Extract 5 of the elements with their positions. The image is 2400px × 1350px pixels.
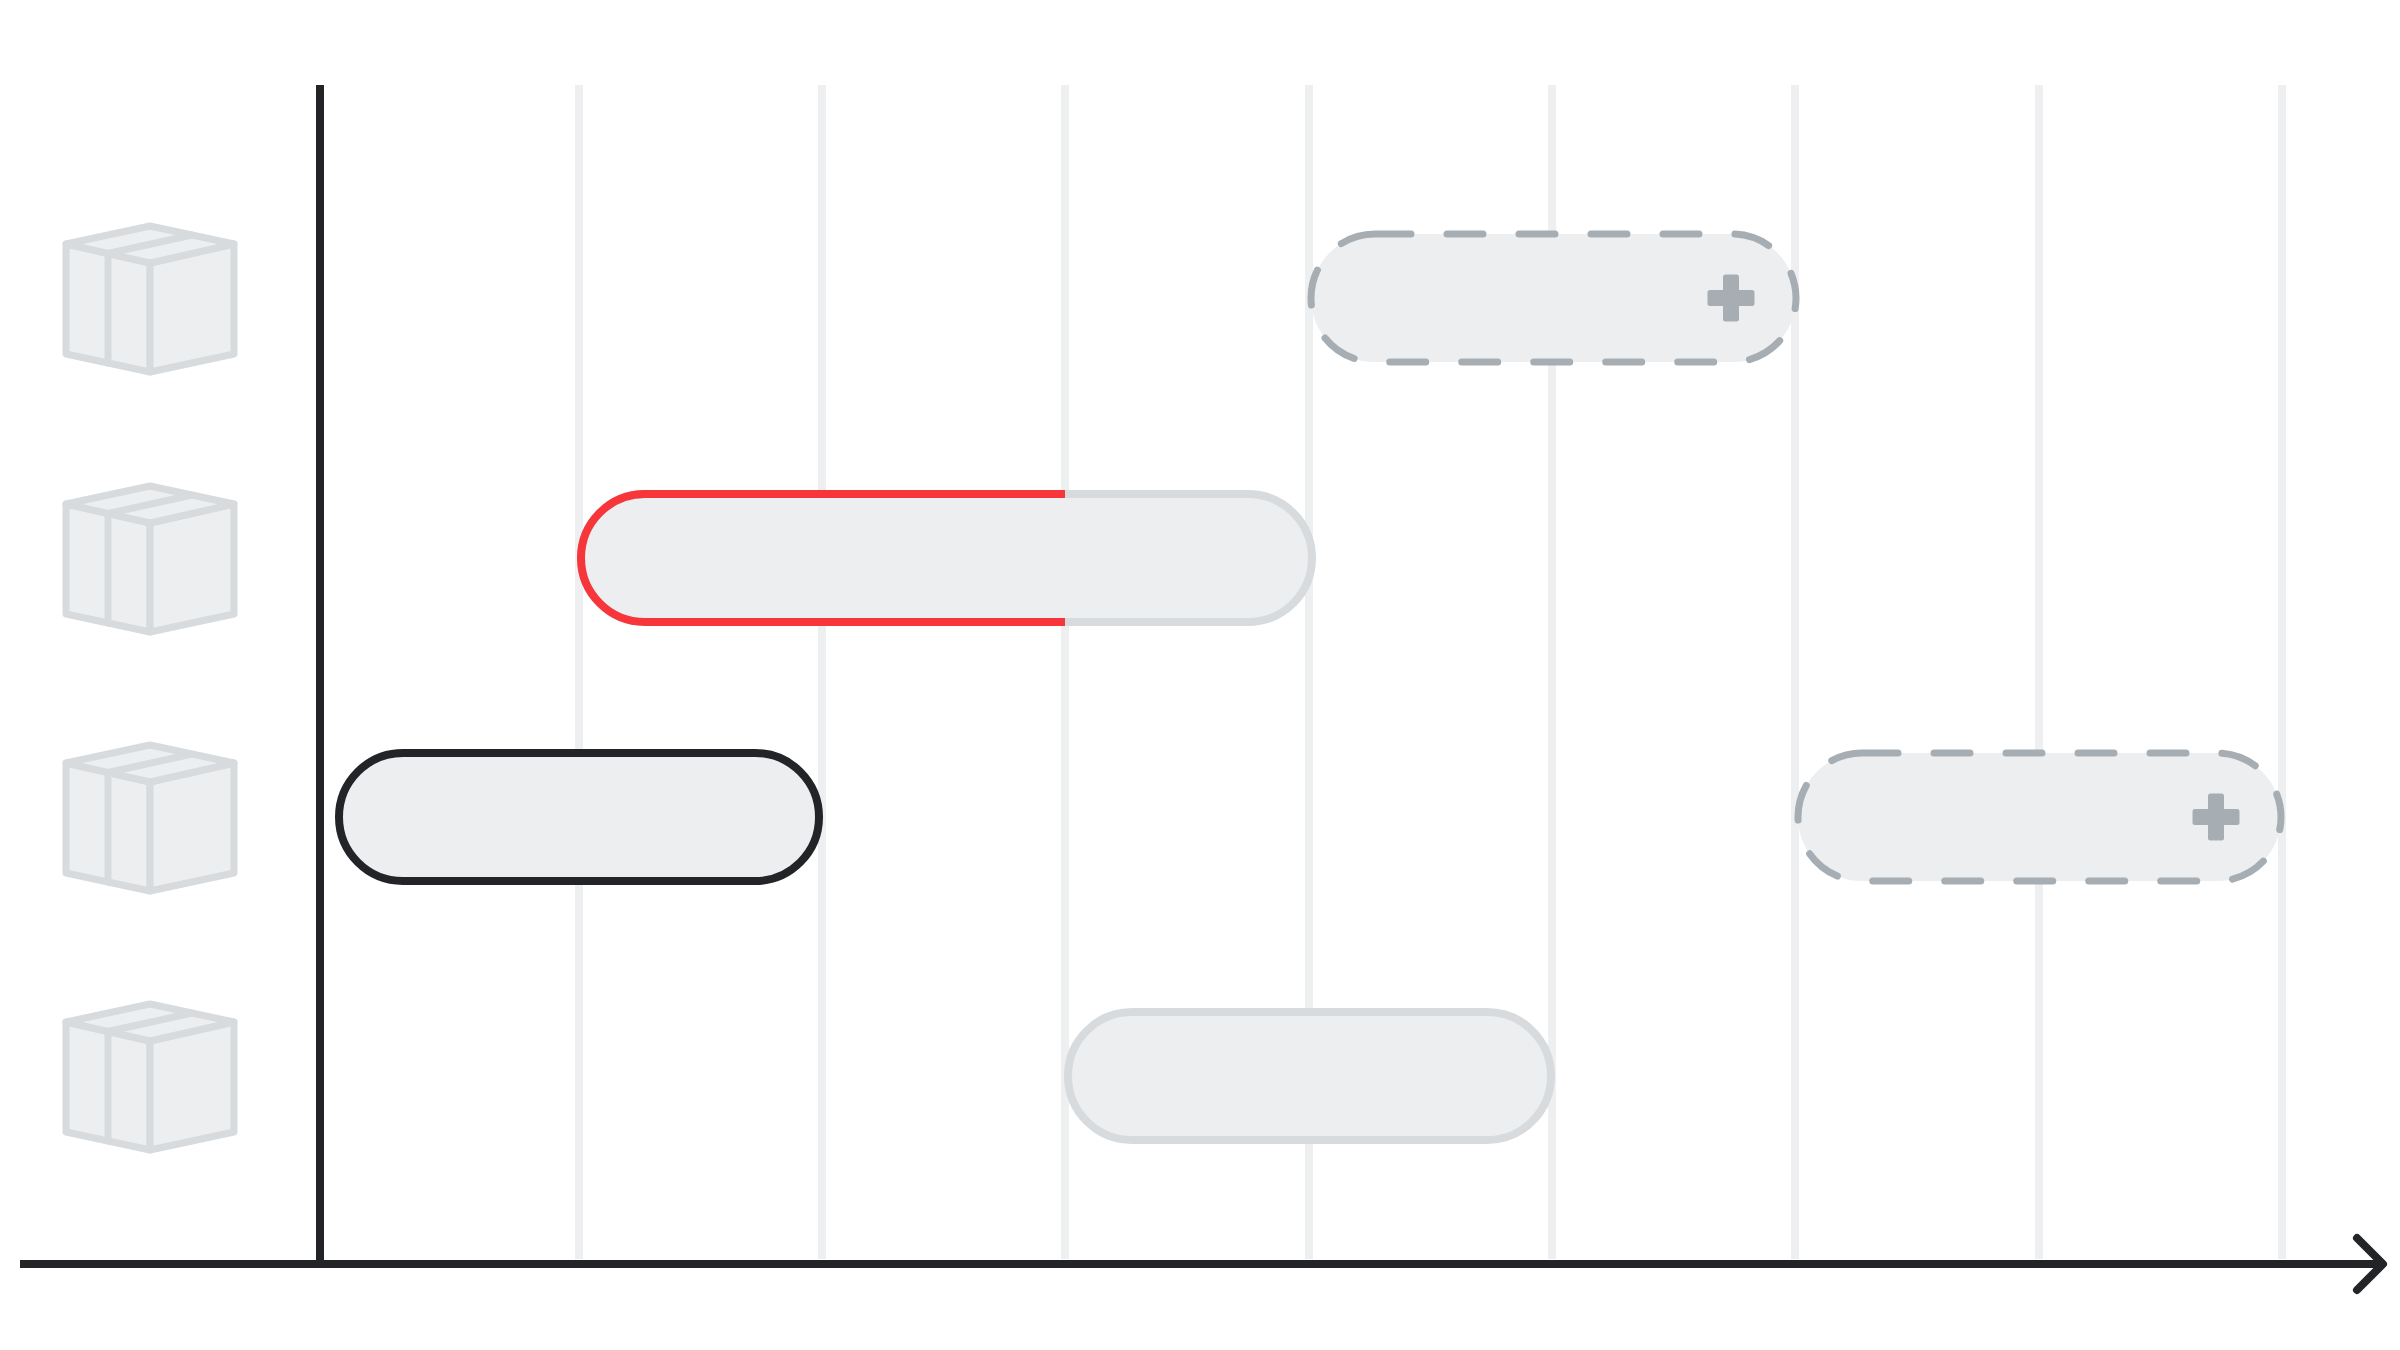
dashed-bar — [1307, 230, 1800, 366]
progress-bar — [577, 490, 1316, 626]
outlined-bar — [335, 749, 823, 885]
dashed-bar — [1794, 749, 2285, 885]
bar — [1064, 1008, 1555, 1144]
